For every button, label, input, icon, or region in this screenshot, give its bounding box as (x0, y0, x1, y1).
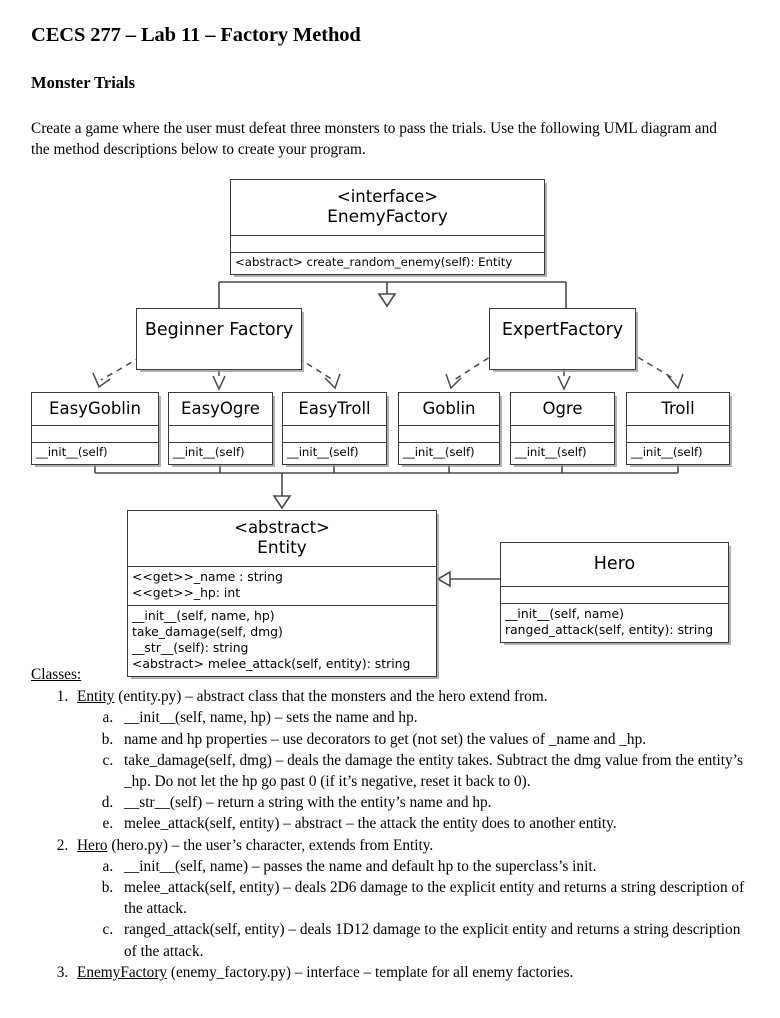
list-item: Hero (hero.py) – the user’s character, e… (72, 835, 751, 962)
uml-methods-section: __init__(self) (627, 442, 729, 464)
class-description: (entity.py) – abstract class that the mo… (114, 688, 548, 706)
uml-attributes-section (169, 425, 272, 442)
uml-methods-section: <abstract> create_random_enemy(self): En… (231, 252, 544, 274)
uml-method: __init__(self, name, hp) (132, 607, 275, 623)
class-name-label: Entity (257, 538, 307, 558)
uml-attributes-section (511, 425, 614, 442)
uml-class-hero: Hero __init__(self, name) ranged_attack(… (500, 542, 729, 643)
classes-heading: Classes: (31, 666, 82, 683)
stereotype-label: <abstract> (234, 518, 330, 537)
arrowhead-ogre (557, 375, 571, 391)
class-name-label: Ogre (542, 399, 583, 418)
class-link: Hero (77, 836, 108, 854)
uml-class-ogre: Ogre __init__(self) (510, 392, 615, 465)
uml-methods-section: __init__(self) (169, 442, 272, 464)
class-link: Entity (77, 688, 115, 706)
uml-class-easygoblin: EasyGoblin __init__(self) (31, 392, 159, 465)
uml-attributes-section (501, 586, 728, 603)
uml-method: __init__(self) (287, 445, 359, 459)
uml-methods-section: __init__(self) (32, 442, 158, 464)
class-link: EnemyFactory (77, 963, 168, 981)
uml-attribute: <<get>>_name : string (132, 569, 283, 584)
method-list: __init__(self, name, hp) – sets the name… (77, 707, 751, 834)
list-item: __init__(self, name, hp) – sets the name… (117, 707, 751, 728)
uml-method: <abstract> melee_attack(self, entity): s… (132, 656, 411, 672)
uml-method: __init__(self) (173, 445, 245, 459)
class-name-label: Troll (661, 399, 695, 418)
uml-attributes-section (231, 235, 544, 252)
arrowhead-troll (667, 373, 684, 390)
arrowhead-hero-generalization (436, 570, 451, 588)
uml-class-entity: <abstract> Entity <<get>>_name : string … (127, 510, 437, 677)
uml-class-expert-factory: ExpertFactory (489, 308, 636, 370)
uml-method: take_damage(self, dmg) (132, 623, 283, 639)
list-item: __init__(self, name) – passes the name a… (117, 856, 751, 877)
list-item: melee_attack(self, entity) – abstract – … (117, 813, 751, 834)
list-item: Entity (entity.py) – abstract class that… (72, 686, 751, 834)
uml-attributes-section (32, 425, 158, 442)
classes-list: Entity (entity.py) – abstract class that… (31, 686, 751, 983)
class-name-label: Hero (593, 554, 636, 574)
uml-methods-section: __init__(self, name) ranged_attack(self,… (501, 603, 728, 642)
uml-diagram: <interface> EnemyFactory <abstract> crea… (0, 170, 780, 677)
uml-methods-section: __init__(self) (511, 442, 614, 464)
uml-method: __init__(self) (631, 445, 703, 459)
uml-methods-section: __init__(self) (283, 442, 386, 464)
uml-attributes-section (627, 425, 729, 442)
uml-attribute: <<get>>_hp: int (132, 585, 241, 601)
arrowhead-entity-generalization (272, 495, 292, 510)
arrowhead-easyogre (212, 375, 226, 391)
class-name-label: EnemyFactory (327, 207, 448, 227)
page-title: CECS 277 – Lab 11 – Factory Method (31, 24, 361, 46)
uml-class-easyogre: EasyOgre __init__(self) (168, 392, 273, 465)
list-item: EnemyFactory (enemy_factory.py) – interf… (72, 962, 751, 983)
class-description: (enemy_factory.py) – interface – templat… (167, 963, 574, 981)
classes-section: Classes: Entity (entity.py) – abstract c… (31, 664, 751, 983)
class-name-label: Beginner Factory (144, 320, 294, 340)
class-name-label: ExpertFactory (501, 320, 624, 340)
uml-methods-section: __init__(self, name, hp) take_damage(sel… (128, 604, 436, 676)
uml-class-easytroll: EasyTroll __init__(self) (282, 392, 387, 465)
uml-attributes-section (399, 425, 499, 442)
uml-method: __init__(self) (515, 445, 587, 459)
uml-class-title: <interface> EnemyFactory (231, 180, 544, 235)
uml-attributes-section (283, 425, 386, 442)
method-list: __init__(self, name) – passes the name a… (77, 856, 751, 962)
list-item: take_damage(self, dmg) – deals the damag… (117, 750, 751, 792)
list-item: name and hp properties – use decorators … (117, 729, 751, 750)
list-item: melee_attack(self, entity) – deals 2D6 d… (117, 877, 751, 919)
uml-method: __str__(self): string (132, 640, 249, 656)
uml-methods-section: __init__(self) (399, 442, 499, 464)
uml-class-beginner-factory: Beginner Factory (136, 308, 302, 370)
class-name-label: Goblin (422, 399, 476, 418)
class-description: (hero.py) – the user’s character, extend… (107, 836, 434, 854)
uml-class-enemyfactory: <interface> EnemyFactory <abstract> crea… (230, 179, 545, 275)
uml-class-troll: Troll __init__(self) (626, 392, 730, 465)
class-name-label: EasyGoblin (49, 399, 141, 418)
arrowhead-goblin (445, 373, 462, 390)
stereotype-label: <interface> (336, 187, 439, 206)
page-subtitle: Monster Trials (31, 73, 136, 92)
uml-method: __init__(self) (36, 445, 108, 459)
arrowhead-easygoblin (92, 372, 111, 389)
uml-class-title: <abstract> Entity (128, 511, 436, 566)
uml-method: __init__(self) (403, 445, 475, 459)
arrowhead-interface-generalization (377, 293, 397, 308)
uml-method: <abstract> create_random_enemy(self): En… (235, 255, 513, 269)
intro-paragraph: Create a game where the user must defeat… (31, 120, 717, 158)
arrowhead-easytroll (324, 373, 341, 390)
list-item: __str__(self) – return a string with the… (117, 792, 751, 813)
uml-method: __init__(self, name) (505, 606, 624, 621)
list-item: ranged_attack(self, entity) – deals 1D12… (117, 919, 751, 961)
uml-class-goblin: Goblin __init__(self) (398, 392, 500, 465)
uml-method: ranged_attack(self, entity): string (505, 622, 714, 638)
class-name-label: EasyTroll (298, 399, 371, 418)
uml-attributes-section: <<get>>_name : string <<get>>_hp: int (128, 566, 436, 605)
class-name-label: EasyOgre (181, 399, 260, 418)
